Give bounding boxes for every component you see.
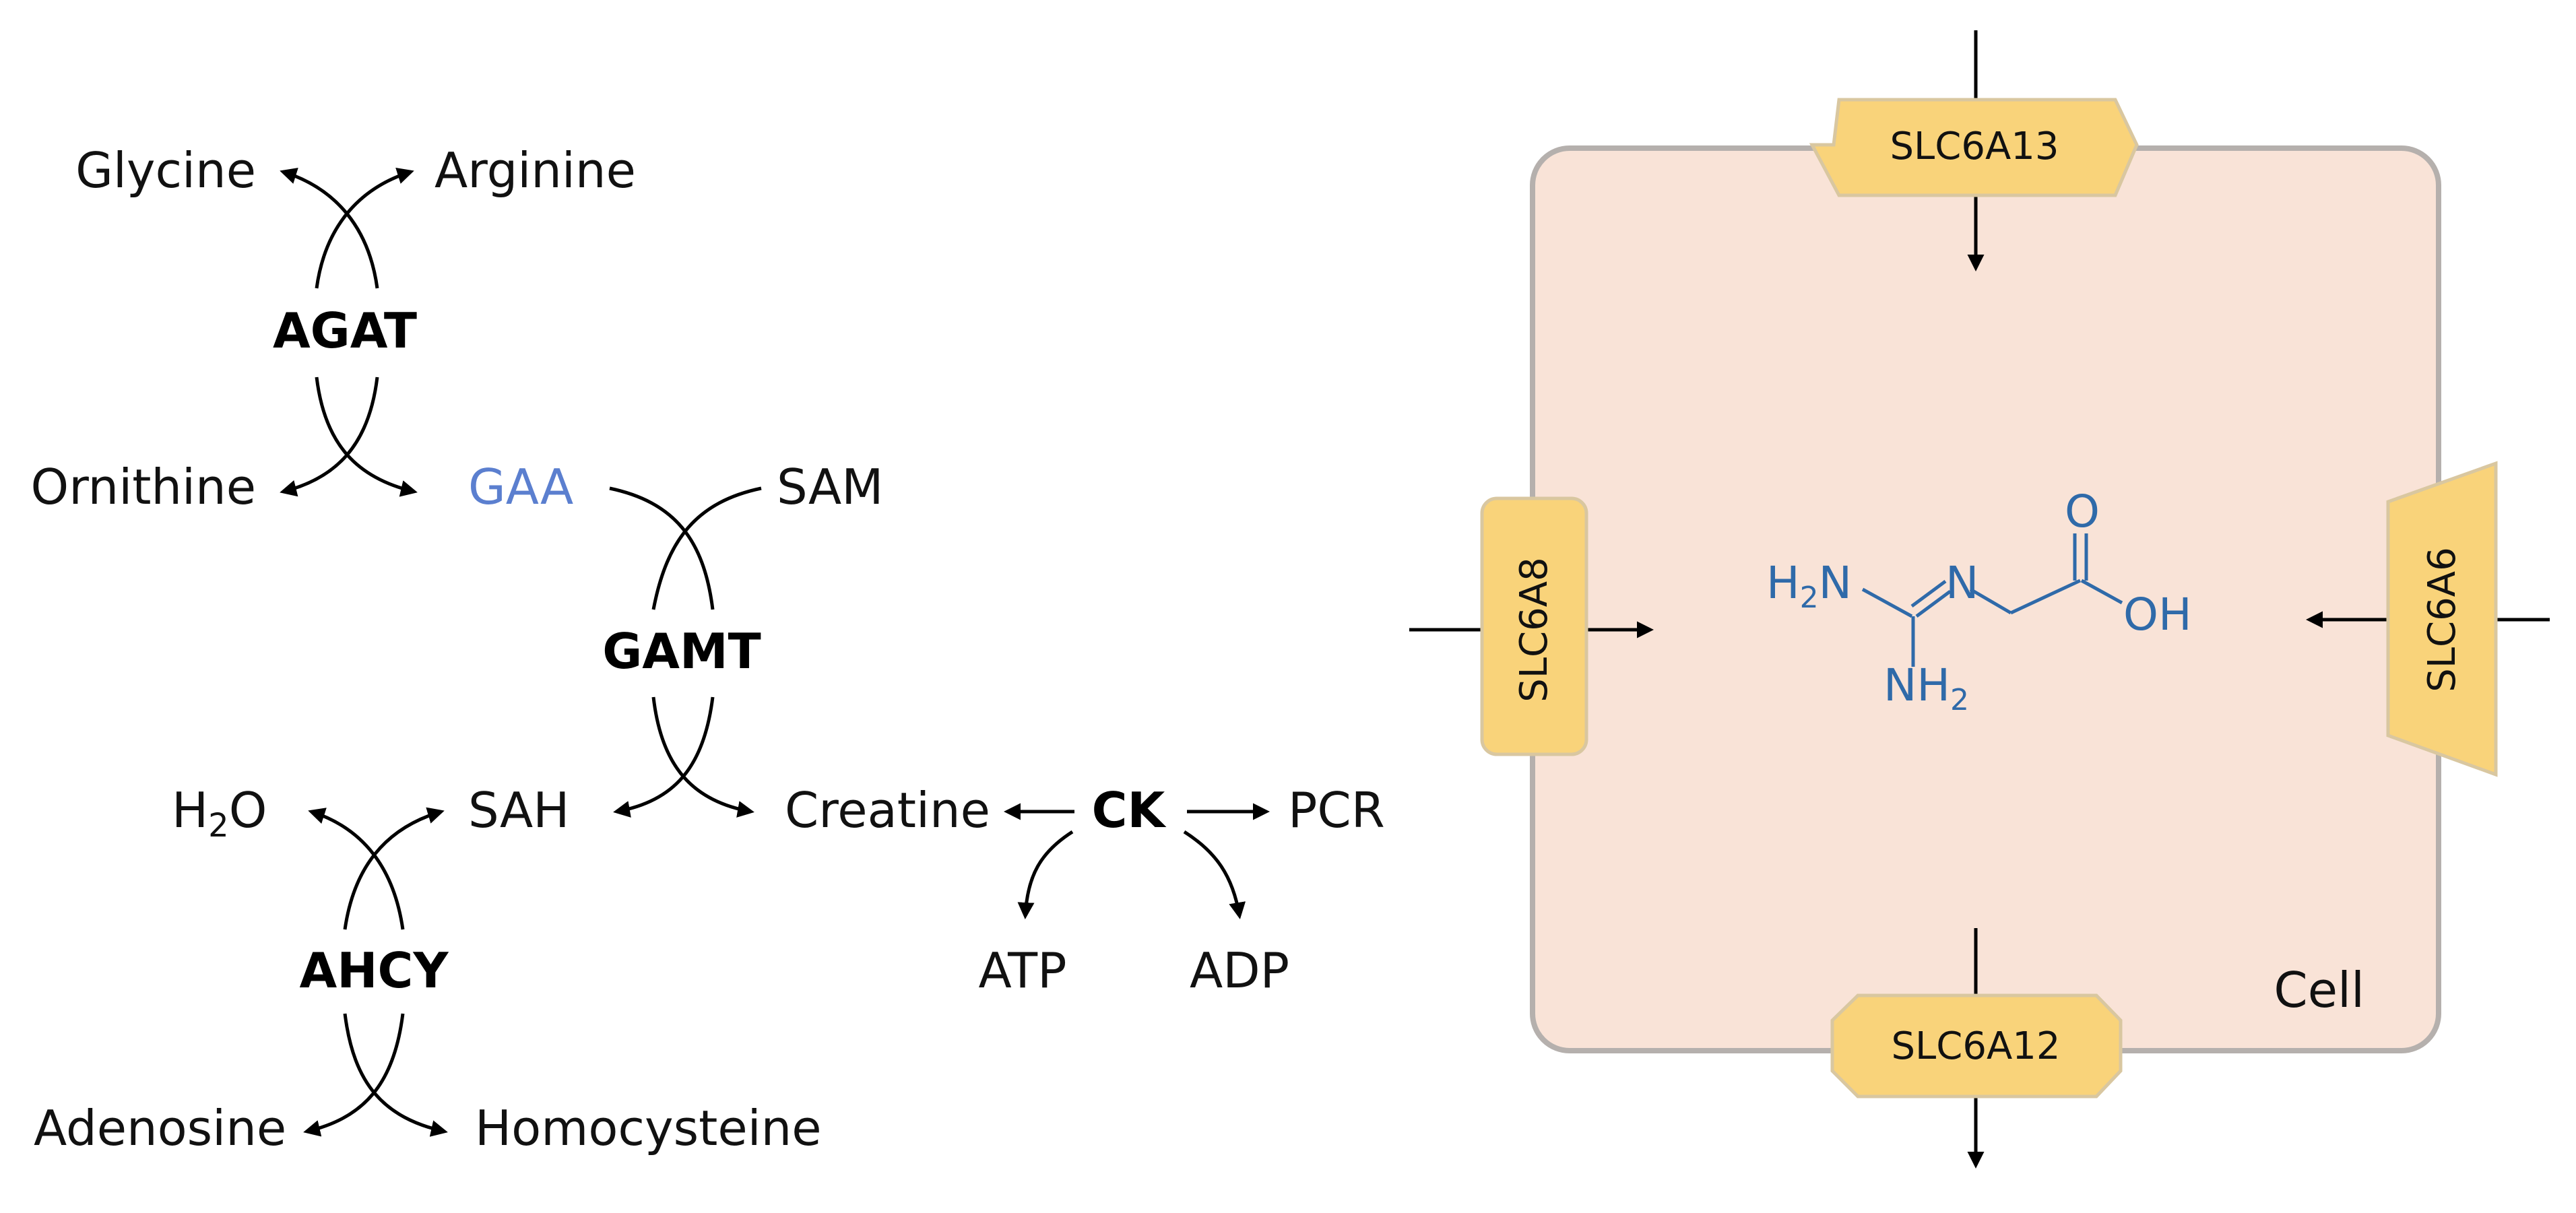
- gamt-enzyme-label: GAMT: [602, 623, 761, 680]
- bond-c-n-double-b: [1910, 579, 1947, 608]
- water-label: H2O: [172, 782, 267, 845]
- slc6a12-shape: [1830, 993, 2123, 1099]
- gamt-arc-from-sam: [651, 486, 762, 610]
- sah-label: SAH: [468, 782, 569, 839]
- slc6a12-transporter: SLC6A12: [1830, 928, 2123, 1169]
- ahcy-enzyme-label: AHCY: [300, 942, 449, 999]
- cell: Cell SLC6A13 SLC6A12 SLC6A8 SLC6A: [1409, 30, 2550, 1169]
- creatine-label: Creatine: [785, 782, 990, 839]
- bond-c-n-double-a: [1915, 589, 1952, 618]
- gaa-molecule-structure: H2N N O OH NH2: [1766, 486, 2192, 717]
- h2n-group: H2N: [1766, 557, 1852, 615]
- slc6a12-label: SLC6A12: [1891, 1024, 2060, 1068]
- slc6a8-transporter: SLC6A8: [1409, 496, 1654, 756]
- slc6a13-shape: [1809, 98, 2139, 197]
- imine-n: N: [1945, 557, 1978, 609]
- agat-arrow-to-gaa: [315, 376, 418, 497]
- ahcy-arrow-to-adenosine: [303, 1013, 405, 1137]
- carbonyl-o: O: [2065, 486, 2100, 537]
- bond-h2n-c: [1861, 587, 1913, 618]
- gamt-arrow-to-sah: [613, 696, 715, 818]
- nh2-group: NH2: [1883, 659, 1969, 717]
- agat-enzyme-label: AGAT: [273, 302, 417, 359]
- slc6a6-transporter: SLC6A6: [2306, 461, 2550, 777]
- slc6a8-label: SLC6A8: [1512, 557, 1556, 702]
- arginine-label: Arginine: [434, 142, 636, 199]
- ahcy-arrow-to-homocysteine: [343, 1013, 448, 1137]
- gamt-arrow-to-creatine: [651, 696, 754, 818]
- homocysteine-label: Homocysteine: [475, 1100, 822, 1156]
- slc6a6-shape: [2386, 461, 2498, 777]
- ahcy-arrow-to-sah: [343, 807, 445, 930]
- agat-reaction: Glycine Arginine AGAT Ornithine GAA: [31, 142, 636, 515]
- adenosine-label: Adenosine: [34, 1100, 286, 1156]
- gamt-arc-from-gaa: [609, 486, 715, 610]
- agat-arrow-to-glycine: [280, 168, 379, 289]
- slc6a13-label: SLC6A13: [1890, 125, 2059, 168]
- agat-arrow-to-ornithine: [280, 376, 379, 497]
- bond-n-ch2: [1969, 587, 2012, 615]
- slc6a13-transporter: SLC6A13: [1809, 30, 2139, 271]
- slc6a8-shape: [1480, 496, 1588, 756]
- gaa-label: GAA: [468, 459, 573, 515]
- bond-c-oh: [2080, 579, 2123, 605]
- gamt-reaction: SAM GAMT SAH Creatine: [468, 459, 990, 839]
- pcr-label: PCR: [1288, 782, 1385, 839]
- ck-reaction: CK PCR ATP ADP: [978, 782, 1384, 999]
- hydroxyl-oh: OH: [2123, 589, 2192, 641]
- ck-enzyme-label: CK: [1092, 782, 1167, 839]
- ck-arrow-to-atp: [1017, 830, 1074, 919]
- adp-label: ADP: [1190, 942, 1289, 999]
- cell-label: Cell: [2274, 962, 2364, 1018]
- ahcy-reaction: H2O AHCY Adenosine Homocysteine: [34, 782, 822, 1156]
- slc6a6-label: SLC6A6: [2420, 547, 2464, 692]
- ornithine-label: Ornithine: [31, 459, 256, 515]
- atp-label: ATP: [978, 942, 1066, 999]
- ck-arrow-to-adp: [1183, 830, 1246, 919]
- sam-label: SAM: [777, 459, 883, 515]
- glycine-label: Glycine: [75, 142, 256, 199]
- ahcy-arrow-to-water: [308, 808, 405, 930]
- bond-ch2-c: [2009, 579, 2082, 615]
- agat-arrow-to-arginine: [315, 168, 414, 289]
